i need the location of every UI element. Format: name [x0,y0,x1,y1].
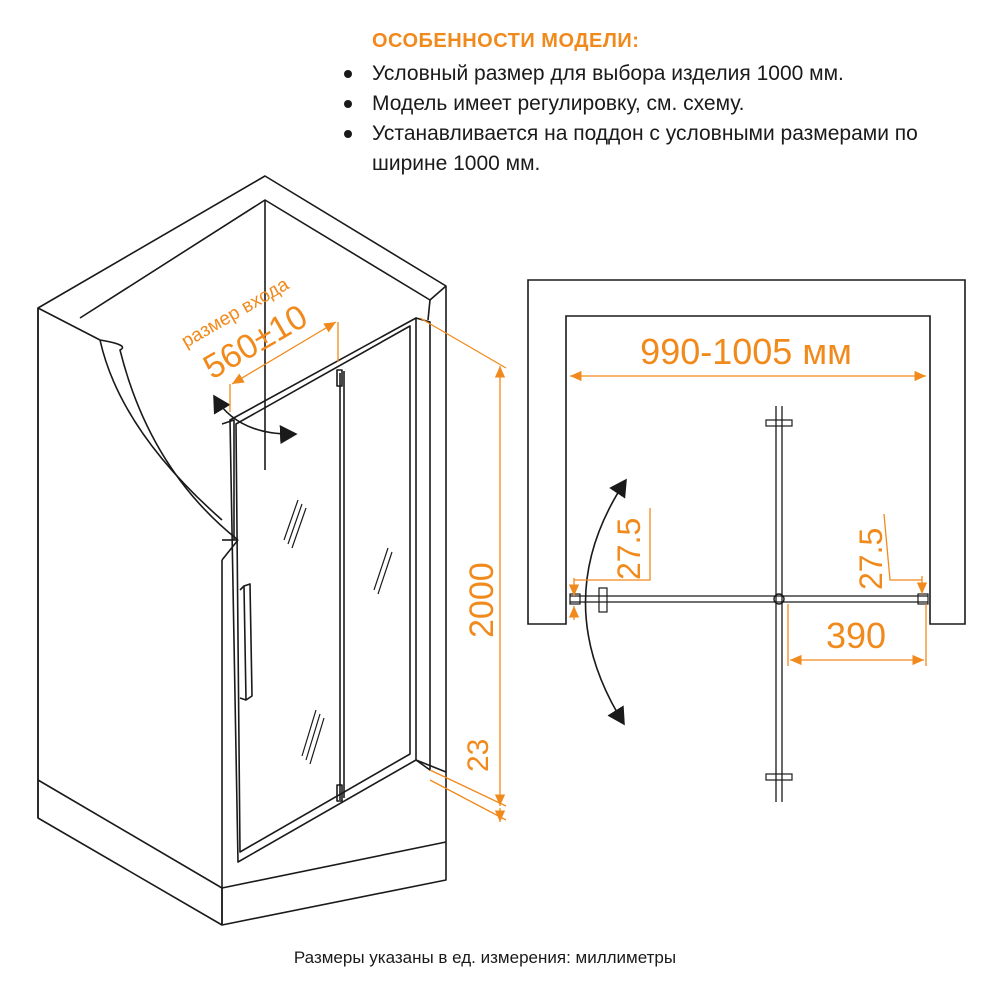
plan-right-offset-dimension [883,513,928,594]
plan-leaf-dimension [787,604,927,666]
iso-entry-dimension [229,321,339,412]
plan-right-offset: 27.5 [853,528,889,590]
glass-reflection [283,499,393,765]
base-band [37,779,447,889]
iso-swing-arrow [213,394,298,445]
plan-left-offset-dimension [568,508,651,620]
features-list: Условный размер для выбора изделия 1000 … [340,59,980,179]
plan-view [527,279,966,802]
isometric-view [37,175,447,926]
footnote: Размеры указаны в ед. измерения: миллиме… [293,948,677,967]
height-value: 2000 [463,562,501,638]
plan-swing-arrow [584,478,627,726]
features-heading: ОСОБЕННОСТИ МОДЕЛИ: [372,30,640,52]
feature-item: Устанавливается на поддон с условными ра… [340,119,980,179]
plan-walls [527,279,966,625]
plan-leaf-value: 390 [826,615,886,656]
door-rail [570,595,928,603]
plan-width-value: 990-1005 мм [640,331,852,372]
curved-wall [37,307,239,541]
features-block: ОСОБЕННОСТИ МОДЕЛИ: Условный размер для … [340,30,980,179]
door-handle [243,583,253,701]
base-value: 23 [462,739,495,772]
feature-item: Модель имеет регулировку, см. схему. [340,89,980,119]
enclosure-outer [37,175,447,926]
feature-item: Условный размер для выбора изделия 1000 … [340,59,980,89]
door-frame [229,317,417,863]
plan-left-offset: 27.5 [611,518,647,580]
pivot-leaf [775,406,783,802]
enclosure-inner [79,199,431,321]
iso-height-dimension [419,317,507,822]
